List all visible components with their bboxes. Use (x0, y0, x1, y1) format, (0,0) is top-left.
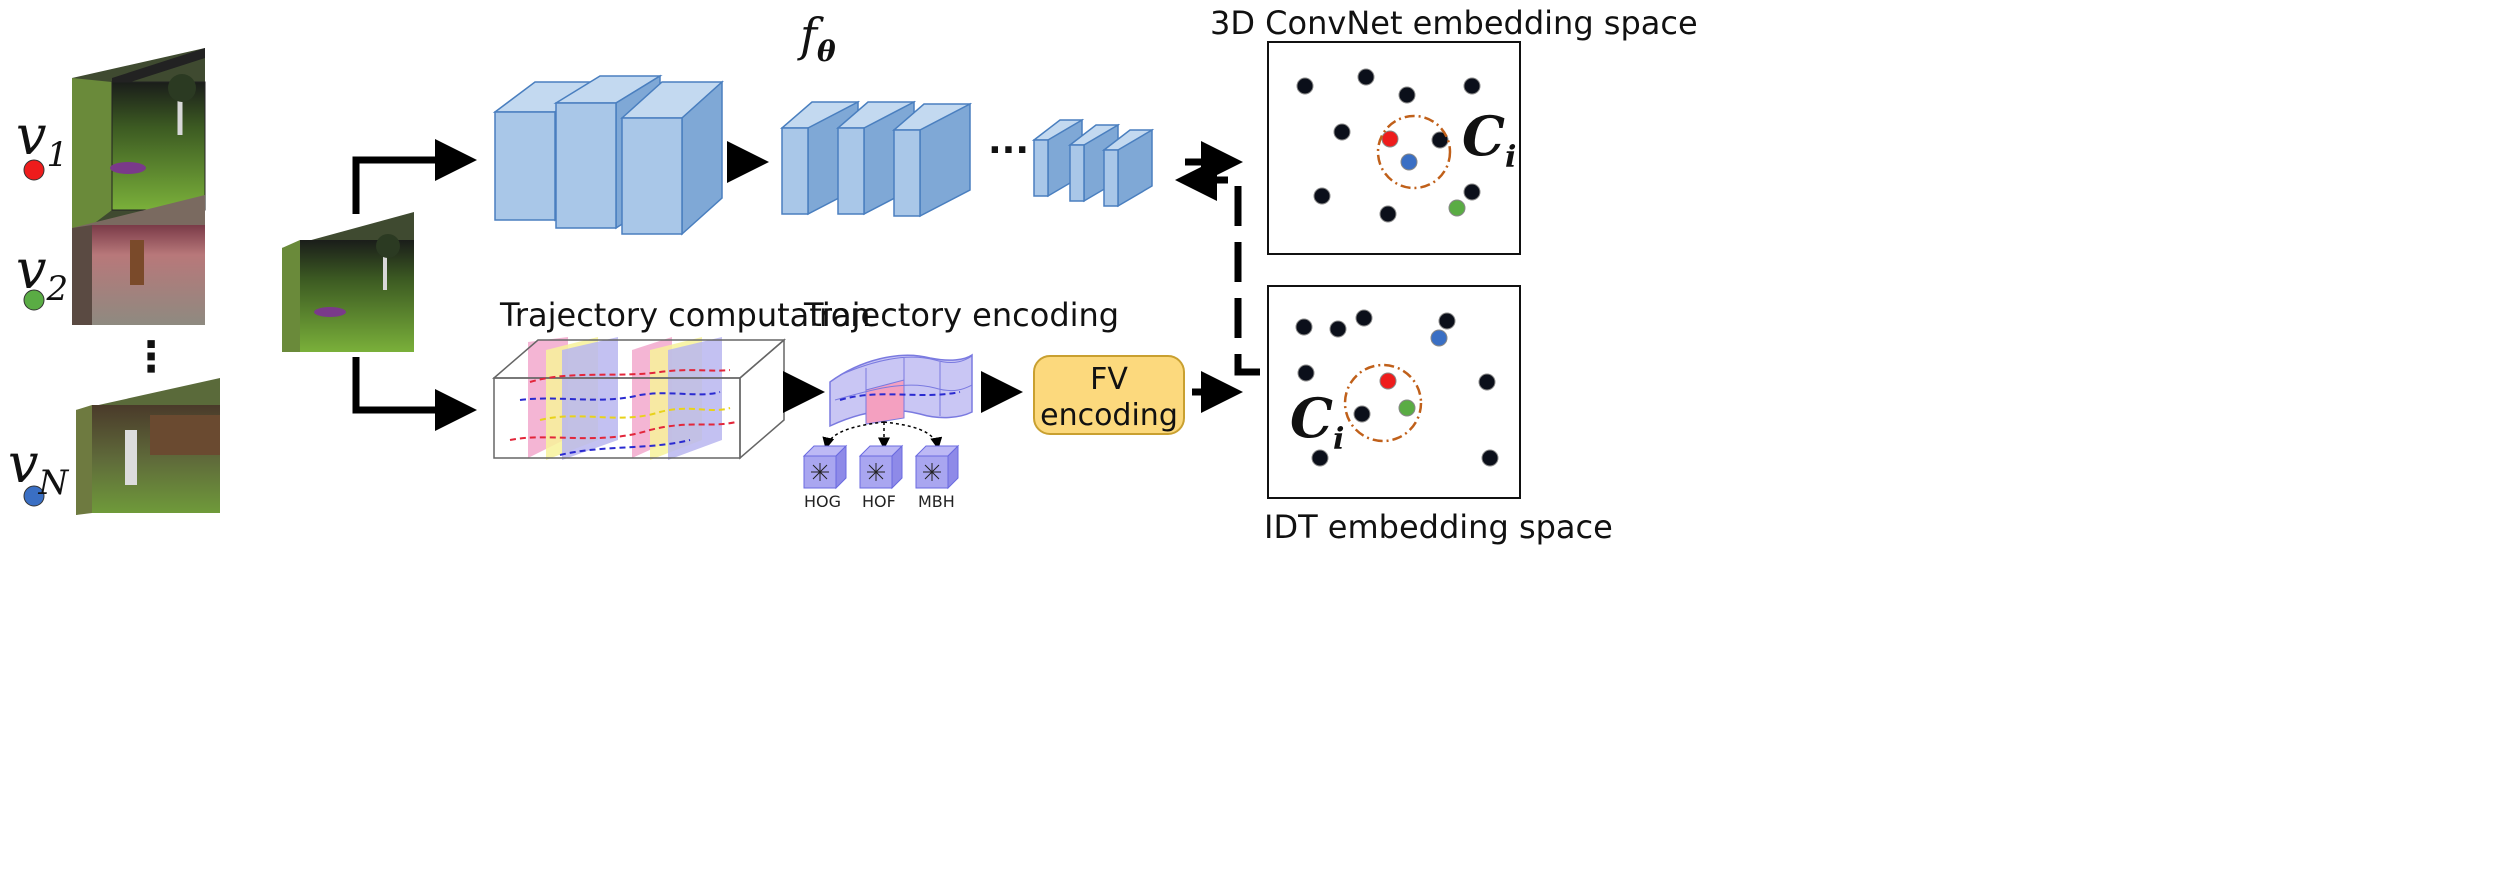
fv-line-1: FV (1090, 362, 1128, 397)
fv-line-2: encoding (1040, 398, 1178, 433)
conv-block-6 (891, 102, 973, 218)
fv-encoding-box (1033, 355, 1185, 435)
descriptor-cubes (802, 444, 960, 490)
conv-block-3 (620, 80, 724, 236)
network-label: fθ (800, 8, 836, 69)
video-ellipsis: ⋮ (130, 332, 172, 381)
network-continuation: ··· (988, 130, 1030, 171)
trajectory-encoding-label: Trajectory encoding (804, 296, 1120, 334)
trajectory-encoding-volume (829, 353, 973, 428)
idt-cluster-circle (1343, 363, 1423, 443)
video-clip-center (282, 212, 414, 352)
conv-block-9 (1101, 128, 1155, 208)
convnet-space-title: 3D ConvNet embedding space (1210, 4, 1698, 42)
v1-label: v1 (16, 104, 69, 175)
video-clip-v2 (72, 195, 205, 325)
video-clip-vN (76, 378, 220, 515)
convnet-points (1296, 68, 1481, 223)
hog-cube (802, 444, 848, 490)
hof-cube (858, 444, 904, 490)
descriptor-arrows (822, 421, 943, 450)
idt-points (1295, 309, 1499, 467)
vN-dot (23, 485, 45, 507)
v2-dot (23, 289, 45, 311)
mbh-cube (914, 444, 960, 490)
idt-cluster-label: Ci (1290, 386, 1345, 457)
v2-label: v2 (16, 238, 69, 309)
mbh-label: MBH (918, 492, 955, 511)
vN-label: vN (8, 432, 69, 503)
feedback-arrows (1175, 141, 1260, 376)
hof-label: HOF (862, 492, 896, 511)
trajectory-volume (491, 337, 787, 460)
trajectory-computation-label: Trajectory computation (500, 296, 871, 334)
idt-space-title: IDT embedding space (1264, 508, 1613, 546)
convnet-cluster-circle (1376, 114, 1452, 190)
v1-dot (23, 159, 45, 181)
hog-label: HOG (804, 492, 842, 511)
convnet-cluster-label: Ci (1462, 104, 1517, 175)
branch-arrows (352, 139, 477, 431)
fv-encoding-text: FV encoding (1034, 362, 1184, 434)
video-clip-v1 (72, 48, 206, 240)
convnet-blocks (492, 74, 1155, 236)
